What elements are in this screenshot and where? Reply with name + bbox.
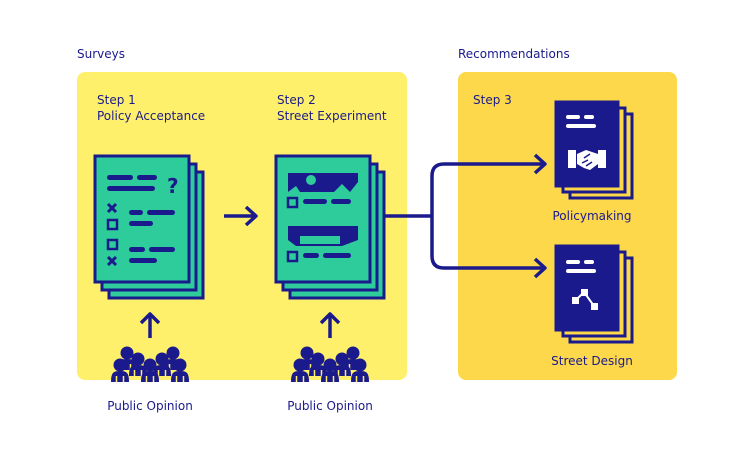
right-crowd-icon [290,345,370,383]
step1-title: Step 1 [97,93,136,107]
public-opinion-label-right: Public Opinion [287,399,373,413]
policy-acceptance-survey-icon: ? [93,154,205,300]
left-crowd-icon [110,345,190,383]
policymaking-document-icon [554,100,634,200]
svg-text:?: ? [167,174,179,198]
step2-to-step3-connector [384,153,547,279]
step3-title: Step 3 [473,93,512,107]
right-up-arrow [319,312,341,338]
public-opinion-label-left: Public Opinion [107,399,193,413]
policymaking-label: Policymaking [552,209,632,223]
street-design-label: Street Design [551,354,633,368]
street-experiment-survey-icon [274,154,386,300]
step2-title: Step 2 [277,93,316,107]
handshake-icon [568,150,606,170]
step1-subtitle: Policy Acceptance [97,109,206,123]
step1-to-step2-arrow [224,205,258,227]
step2-subtitle: Street Experiment [277,109,387,123]
left-up-arrow [139,312,161,338]
route-nodes-icon [572,289,598,310]
recommendations-heading: Recommendations [458,47,570,61]
surveys-heading: Surveys [77,47,125,61]
street-design-document-icon [554,244,634,344]
